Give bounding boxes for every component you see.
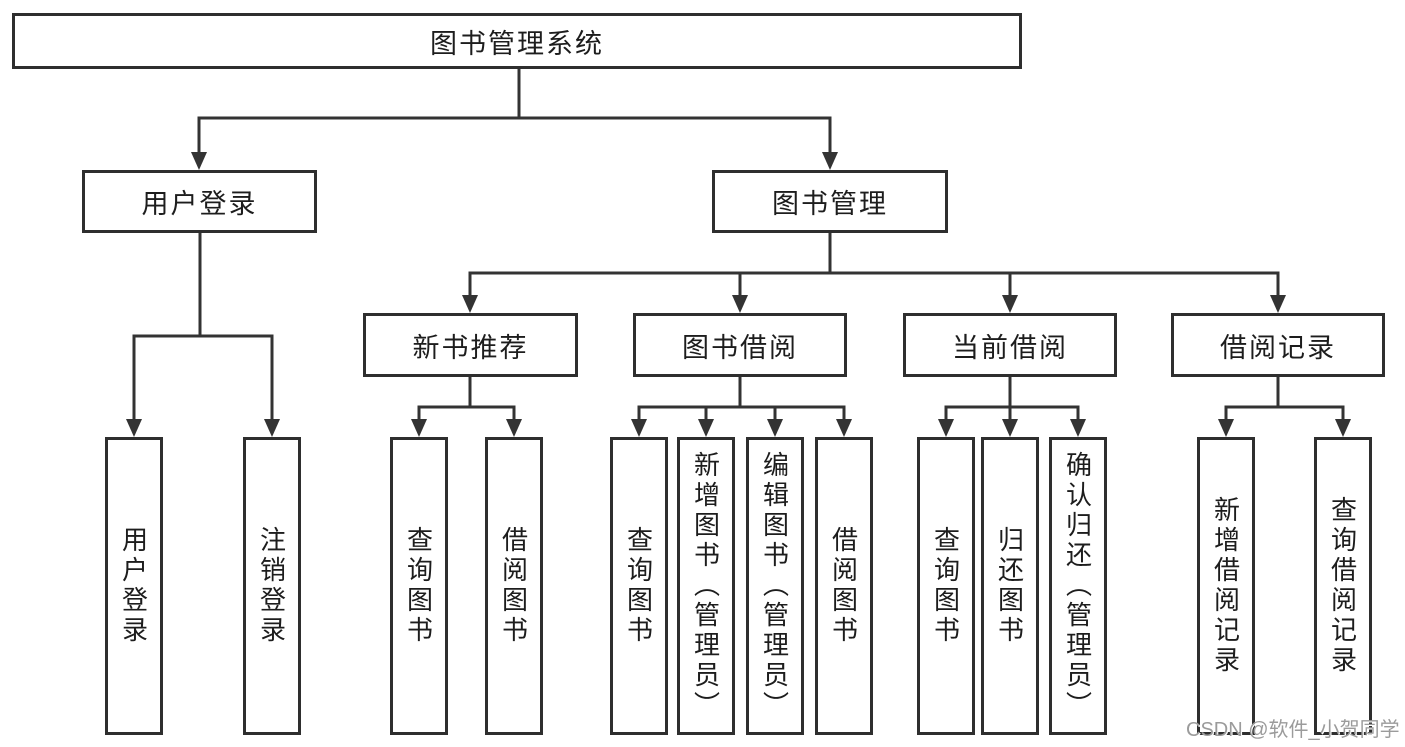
node-user-login: 用户登录: [82, 170, 317, 233]
node-root-library-system: 图书管理系统: [12, 13, 1022, 69]
node-current-borrow: 当前借阅: [903, 313, 1117, 377]
leaf-edit-books-admin: 编辑图书（管理员）: [746, 437, 804, 735]
leaf-query-books-borrow: 查询图书: [610, 437, 668, 735]
node-book-management: 图书管理: [712, 170, 948, 233]
leaf-borrow-books-recommend: 借阅图书: [485, 437, 543, 735]
leaf-add-borrow-record: 新增借阅记录: [1197, 437, 1255, 735]
leaf-return-books: 归还图书: [981, 437, 1039, 735]
leaf-add-books-admin: 新增图书（管理员）: [677, 437, 735, 735]
leaf-logout: 注销登录: [243, 437, 301, 735]
node-book-borrow: 图书借阅: [633, 313, 847, 377]
node-new-book-recommend: 新书推荐: [363, 313, 578, 377]
leaf-borrow-books: 借阅图书: [815, 437, 873, 735]
leaf-user-login: 用户登录: [105, 437, 163, 735]
csdn-watermark: CSDN @软件_小贺同学: [1186, 719, 1400, 741]
leaf-query-books-current: 查询图书: [917, 437, 975, 735]
leaf-confirm-return-admin: 确认归还（管理员）: [1049, 437, 1107, 735]
leaf-query-borrow-record: 查询借阅记录: [1314, 437, 1372, 735]
node-borrow-record: 借阅记录: [1171, 313, 1385, 377]
leaf-query-books-recommend: 查询图书: [390, 437, 448, 735]
